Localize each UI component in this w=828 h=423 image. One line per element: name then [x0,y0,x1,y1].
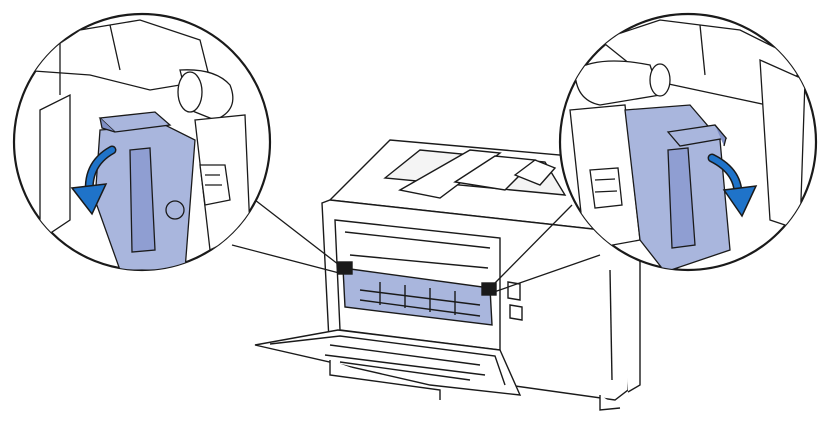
left-lever-callout [12,12,272,272]
right-down-arrow [707,153,758,218]
printer-right-lever [481,282,497,296]
callout-connectors [231,199,601,293]
fuser-ribs [379,282,456,315]
right-lever-callout [558,12,818,272]
left-down-arrow [70,145,117,216]
printer-left-lever [337,261,353,275]
open-back-cover [254,329,522,396]
printer-body [254,139,641,411]
